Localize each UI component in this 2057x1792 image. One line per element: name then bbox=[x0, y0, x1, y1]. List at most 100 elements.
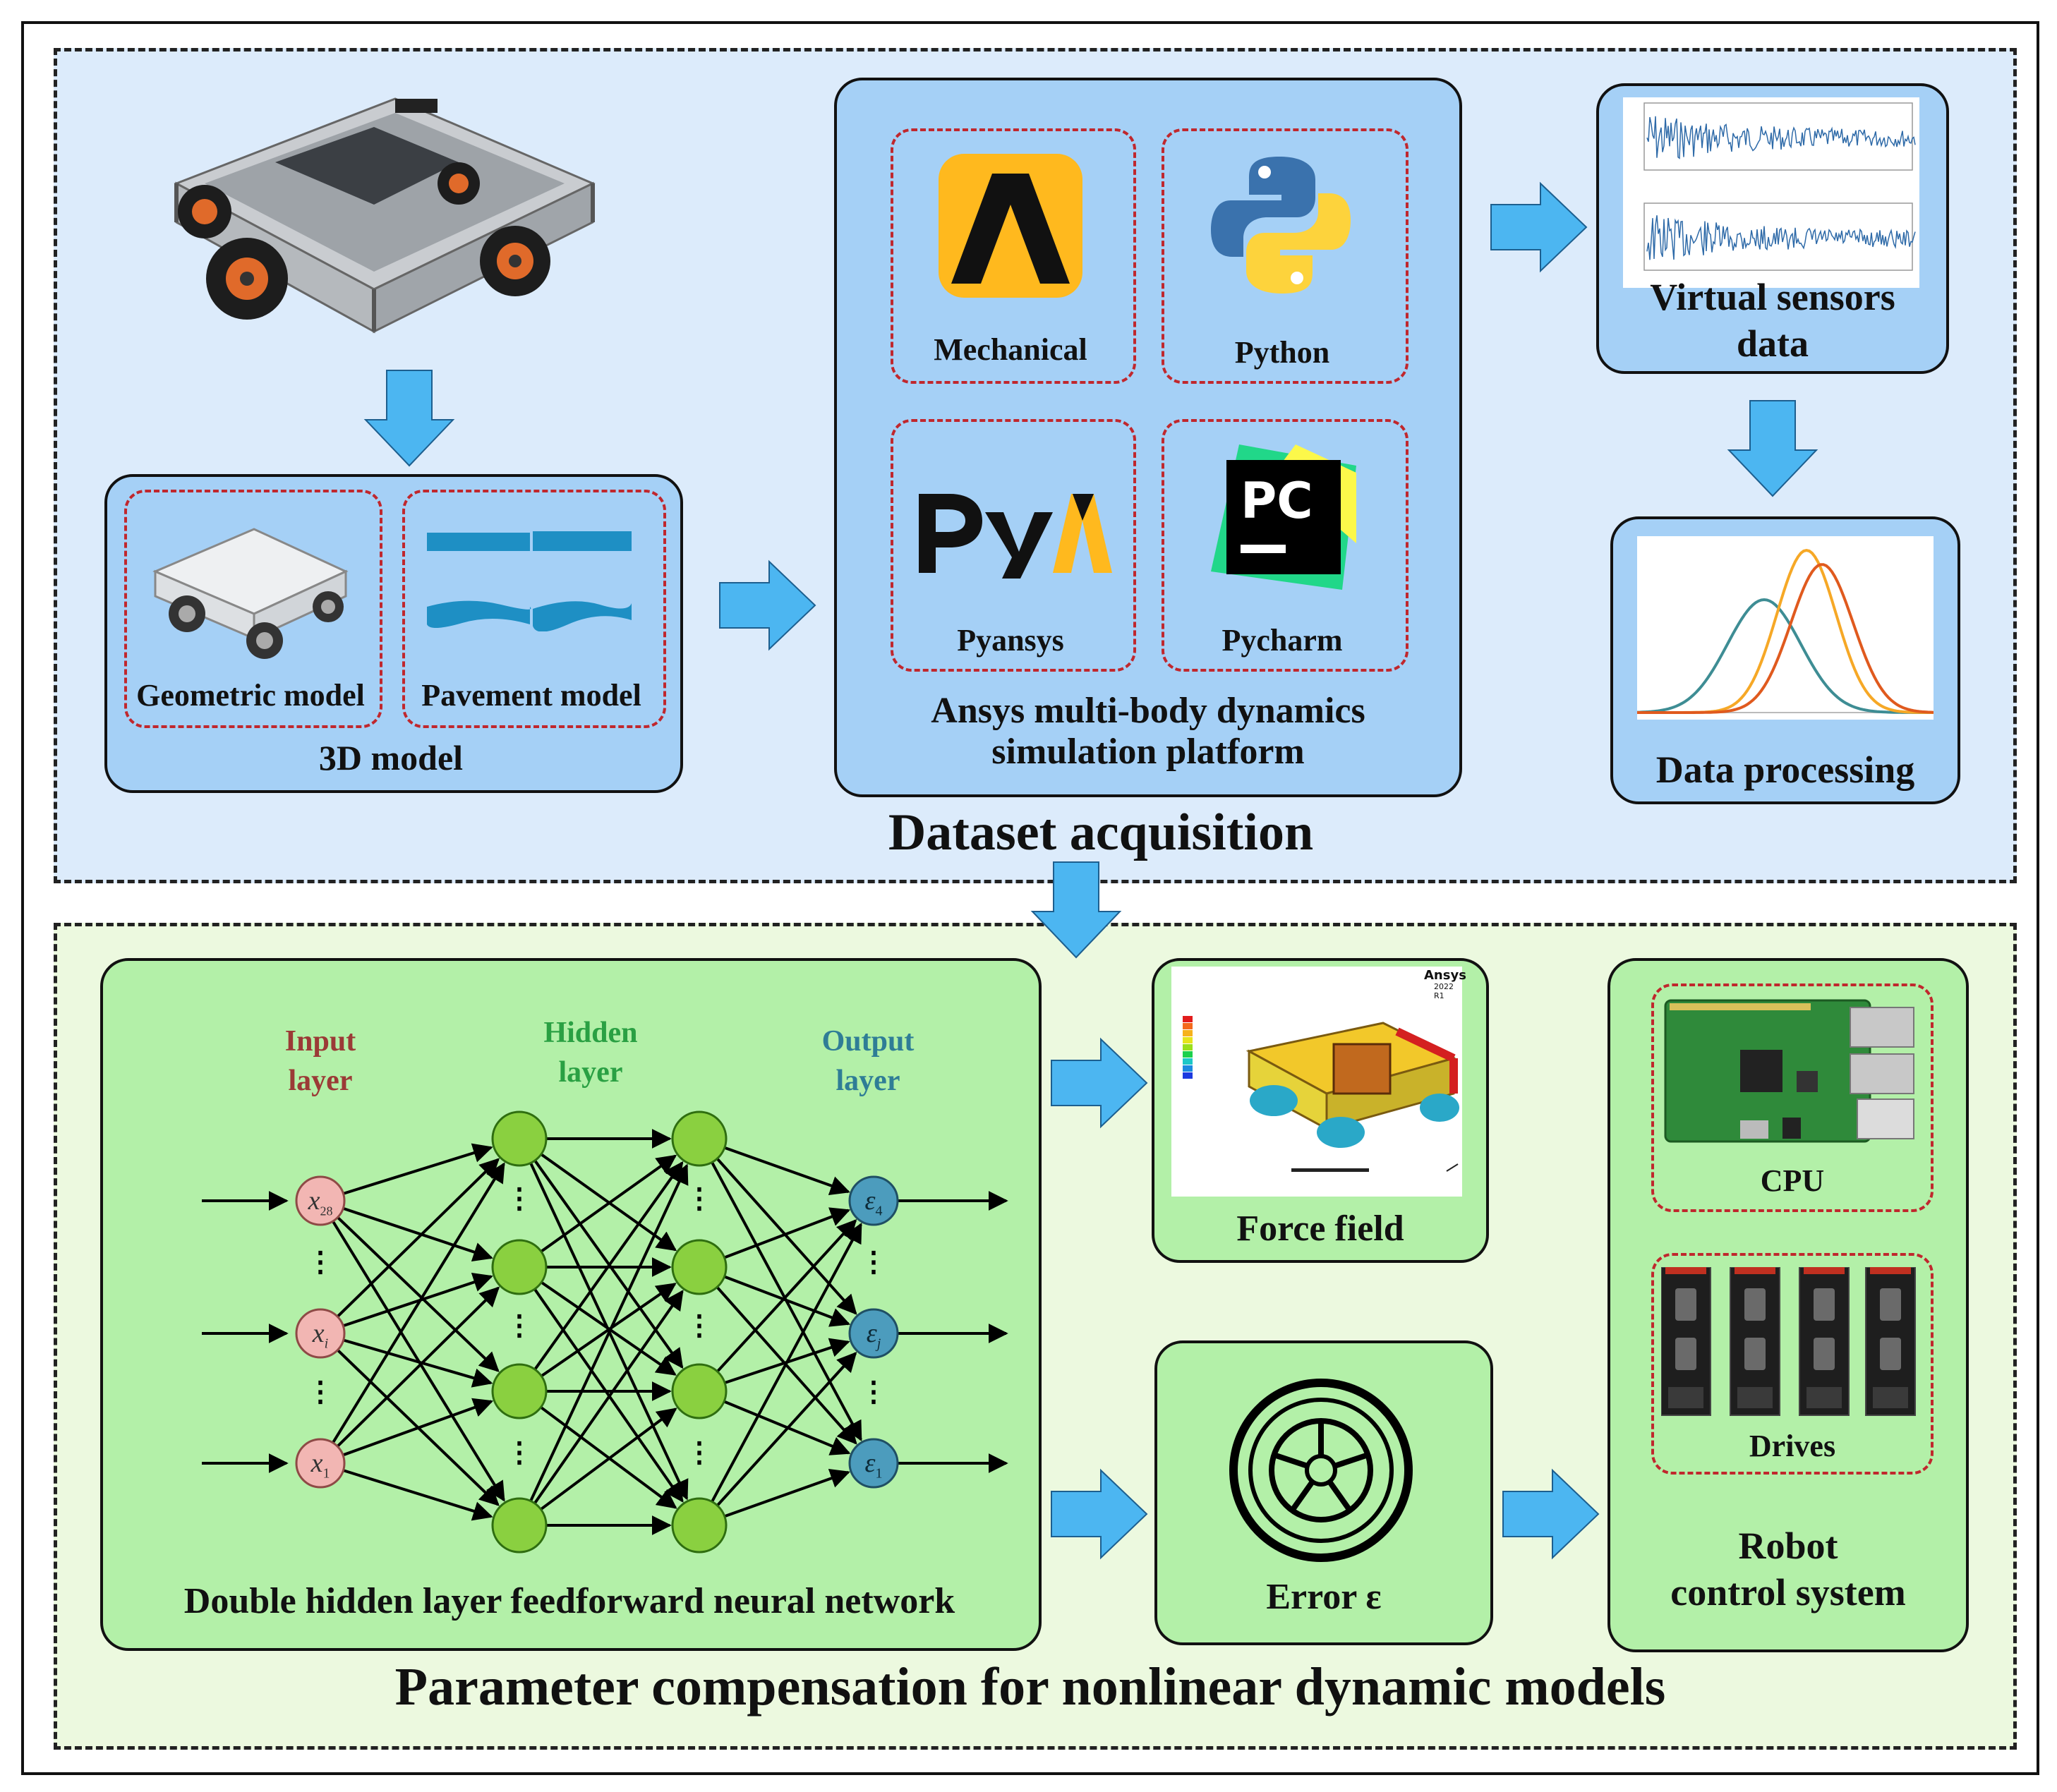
svg-text:⋮: ⋮ bbox=[306, 1245, 334, 1278]
cpu-board-image bbox=[1664, 999, 1914, 1143]
pavement-model-image bbox=[427, 531, 632, 631]
pyansys-box bbox=[891, 419, 1136, 672]
nn-connection bbox=[716, 1157, 857, 1315]
nn-connection bbox=[540, 1154, 677, 1253]
pavement-model-box bbox=[402, 490, 666, 728]
distribution-curves bbox=[1637, 536, 1934, 720]
error-panel bbox=[1154, 1340, 1493, 1645]
nn-connection bbox=[724, 1469, 850, 1518]
input-layer-label-line2: layer bbox=[288, 1065, 353, 1097]
nn-connection bbox=[332, 1162, 505, 1444]
nn-connection bbox=[342, 1272, 493, 1328]
pavement-model-label: Pavement model bbox=[421, 678, 641, 713]
mechanical-box bbox=[891, 128, 1136, 384]
python-label: Python bbox=[1234, 335, 1330, 370]
nn-connection bbox=[336, 1158, 500, 1318]
arrow-right-model-to-platform bbox=[719, 561, 816, 650]
nn-connection bbox=[723, 1207, 851, 1259]
outer-frame bbox=[21, 21, 2039, 1775]
robot-wheel-front-left bbox=[206, 238, 288, 320]
pyansys-label: Pyansys bbox=[957, 623, 1064, 658]
neural-network-panel bbox=[100, 958, 1042, 1651]
nn-connection bbox=[343, 1338, 493, 1388]
hidden-layer-label-line1: Hidden bbox=[543, 1017, 638, 1049]
ansys-version: 2022 R1 bbox=[1434, 982, 1454, 1000]
robot-wheel-rear-left bbox=[178, 185, 231, 238]
neural-network-title: Double hidden layer feedforward neural n… bbox=[183, 1581, 955, 1621]
output-node-e4: ε4 bbox=[864, 1186, 883, 1219]
svg-text:⋮: ⋮ bbox=[685, 1182, 713, 1215]
ansys-brand: Ansys bbox=[1424, 968, 1466, 983]
arrow-right-error-to-robot bbox=[1502, 1470, 1599, 1558]
nn-connection bbox=[724, 1146, 850, 1195]
arrow-right-platform-to-sensors bbox=[1490, 183, 1587, 272]
nn-connection bbox=[342, 1143, 493, 1195]
drives-image bbox=[1661, 1267, 1916, 1416]
svg-text:⋮: ⋮ bbox=[859, 1245, 888, 1278]
dataset-acquisition-title: Dataset acquisition bbox=[888, 804, 1314, 861]
3d-model-panel bbox=[104, 474, 683, 793]
cpu-label: CPU bbox=[1760, 1163, 1825, 1198]
nn-connection bbox=[342, 1469, 493, 1521]
nn-connection bbox=[541, 1283, 677, 1378]
output-layer-label-line2: layer bbox=[836, 1065, 900, 1097]
nn-connection bbox=[711, 1223, 862, 1503]
platform-title-line2: simulation platform bbox=[991, 732, 1305, 772]
svg-text:⋮: ⋮ bbox=[505, 1309, 533, 1342]
cpu-box bbox=[1651, 983, 1934, 1212]
svg-text:⋮: ⋮ bbox=[306, 1375, 334, 1408]
robot-wheel-rear-right bbox=[438, 162, 480, 205]
arrow-right-nn-to-force bbox=[1051, 1039, 1147, 1127]
geometric-model-box bbox=[124, 490, 382, 728]
pycharm-box bbox=[1162, 419, 1408, 672]
input-node-x28: x28 bbox=[308, 1186, 333, 1218]
nn-connection bbox=[716, 1352, 857, 1507]
nn-connection bbox=[336, 1286, 500, 1448]
force-legend bbox=[1183, 1016, 1193, 1079]
robot-control-title-line2: control system bbox=[1670, 1571, 1906, 1614]
nn-connection bbox=[540, 1407, 677, 1511]
svg-text:⋮: ⋮ bbox=[505, 1436, 533, 1469]
nn-connection bbox=[342, 1398, 494, 1457]
neural-network-diagram: ⋮⋮ ⋮⋮⋮ ⋮⋮⋮ ⋮⋮ bbox=[202, 1110, 1008, 1554]
pyansys-icon bbox=[919, 494, 1112, 579]
robot-photo bbox=[174, 97, 596, 334]
arrow-right-nn-to-error bbox=[1051, 1470, 1147, 1558]
geometric-model-label: Geometric model bbox=[136, 678, 365, 713]
nn-connection bbox=[723, 1400, 851, 1455]
python-box bbox=[1162, 128, 1408, 384]
arrow-down-sensors-to-processing bbox=[1728, 400, 1817, 497]
svg-text:⋮: ⋮ bbox=[685, 1309, 713, 1342]
data-processing-title: Data processing bbox=[1655, 749, 1915, 791]
hidden-layer-2-nodes bbox=[671, 1110, 728, 1554]
output-node-e1: ε1 bbox=[864, 1448, 883, 1482]
nn-connection bbox=[533, 1161, 684, 1371]
nn-connection bbox=[529, 1163, 689, 1502]
sensor-signal-plots bbox=[1623, 97, 1919, 288]
nn-connection bbox=[716, 1218, 857, 1373]
svg-text:⋮: ⋮ bbox=[505, 1182, 533, 1215]
robot-wheel-front-right bbox=[480, 226, 550, 296]
arrow-down-sections bbox=[1032, 861, 1121, 958]
svg-text:PC: PC bbox=[1241, 472, 1313, 530]
output-layer-label-line1: Output bbox=[821, 1025, 915, 1058]
ellipsis-dots: ⋮⋮ ⋮⋮⋮ ⋮⋮⋮ ⋮⋮ bbox=[306, 1182, 888, 1469]
mechanical-label: Mechanical bbox=[934, 332, 1087, 367]
python-icon bbox=[1211, 157, 1351, 293]
pycharm-icon: PC bbox=[1211, 444, 1356, 590]
hidden-layer-1-nodes bbox=[491, 1110, 548, 1554]
nn-connection bbox=[533, 1290, 684, 1504]
virtual-sensors-title-line1: Virtual sensors bbox=[1650, 276, 1895, 318]
wheel-icon bbox=[1229, 1379, 1413, 1562]
input-layer-label-line1: Input bbox=[284, 1025, 356, 1058]
output-node-ej: εj bbox=[866, 1319, 881, 1352]
nn-connection bbox=[337, 1216, 500, 1372]
error-title: Error ε bbox=[1266, 1577, 1382, 1617]
input-node-xi: xi bbox=[312, 1319, 329, 1352]
mechanical-icon bbox=[939, 154, 1082, 298]
robot-control-title-line1: Robot bbox=[1738, 1525, 1838, 1567]
force-field-title: Force field bbox=[1236, 1209, 1404, 1249]
geometric-model-image bbox=[152, 528, 349, 659]
parameter-compensation-title: Parameter compensation for nonlinear dyn… bbox=[394, 1657, 1666, 1717]
